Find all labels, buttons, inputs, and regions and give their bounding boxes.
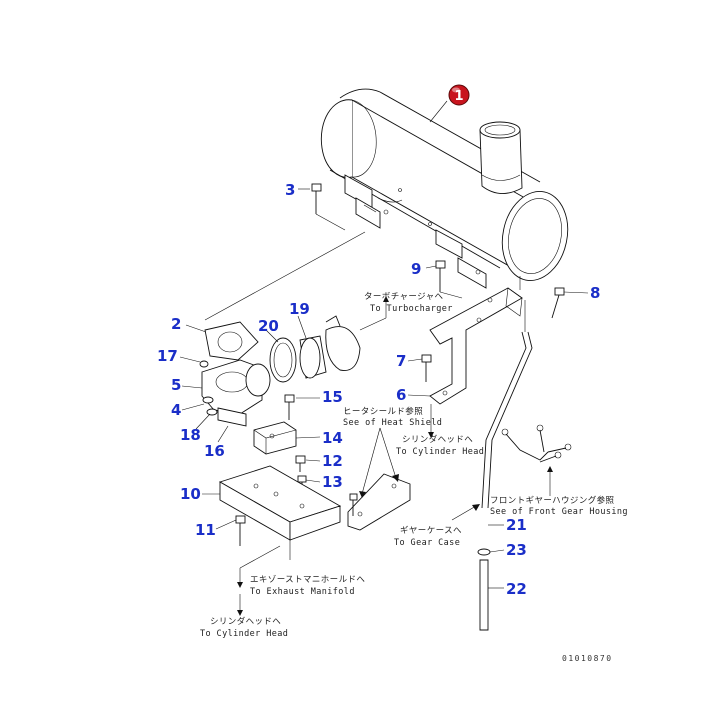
callout-23: 23 (506, 541, 527, 559)
callout-12: 12 (322, 452, 343, 470)
block-14 (253, 421, 297, 455)
callout-15: 15 (322, 388, 343, 406)
note-cyl2-jp: シリンダヘッドへ (210, 616, 281, 627)
callout-11: 11 (195, 521, 216, 539)
callout-5: 5 (171, 376, 181, 394)
callout-9: 9 (411, 260, 421, 278)
bolt-8 (551, 287, 565, 319)
note-turbo-jp: ターボチャージャへ (364, 292, 444, 302)
support-rod (477, 300, 572, 631)
note-exh-jp: エキゾーストマニホールドへ (250, 575, 365, 585)
note-cyl1-jp: シリンダヘッドへ (402, 434, 473, 445)
bolt-12 (295, 455, 306, 472)
callout-22: 22 (506, 580, 527, 598)
callout-1: 1 (454, 89, 463, 104)
note-turbo-en: To Turbocharger (370, 304, 453, 314)
callout-14: 14 (322, 429, 343, 447)
bolt-3 (311, 183, 346, 231)
note-front-jp: フロントギヤーハウジング参照 (490, 495, 615, 506)
note-gear-jp: ギヤーケースへ (400, 526, 462, 536)
callout-leaders (179, 100, 589, 589)
callout-1-badge: 1 (448, 84, 470, 106)
bolt-11 (235, 515, 246, 546)
note-gear-en: To Gear Case (394, 538, 460, 548)
note-cyl1-en: To Cylinder Head (396, 447, 484, 457)
arrows (237, 296, 553, 616)
muffler (320, 88, 569, 289)
callout-20: 20 (258, 317, 279, 335)
callout-7: 7 (396, 352, 406, 370)
callout-8: 8 (590, 284, 600, 302)
callout-16: 16 (204, 442, 225, 460)
drawing-code: 01010870 (562, 654, 613, 663)
flange-assembly (199, 315, 387, 427)
bolt-9 (435, 260, 463, 299)
callout-13: 13 (322, 473, 343, 491)
note-front-en: See of Front Gear Housing (490, 507, 628, 517)
callout-6: 6 (396, 386, 406, 404)
callout-10: 10 (180, 485, 201, 503)
bolt-7 (421, 354, 432, 382)
note-heat-jp: ヒータシールド参照 (343, 406, 423, 417)
callout-4: 4 (171, 401, 181, 419)
note-exh-en: To Exhaust Manifold (250, 587, 355, 597)
callout-18: 18 (180, 426, 201, 444)
bracket-10 (218, 465, 342, 569)
bracket-6 (429, 276, 523, 405)
callout-21: 21 (506, 516, 527, 534)
heat-shield-piece (347, 473, 411, 531)
bolt-15 (284, 394, 295, 420)
callout-17: 17 (157, 347, 178, 365)
callout-19: 19 (289, 300, 310, 318)
callout-3: 3 (285, 181, 295, 199)
note-cyl2-en: To Cylinder Head (200, 629, 288, 639)
note-heat-en: See of Heat Shield (343, 418, 442, 428)
callout-2: 2 (171, 315, 181, 333)
